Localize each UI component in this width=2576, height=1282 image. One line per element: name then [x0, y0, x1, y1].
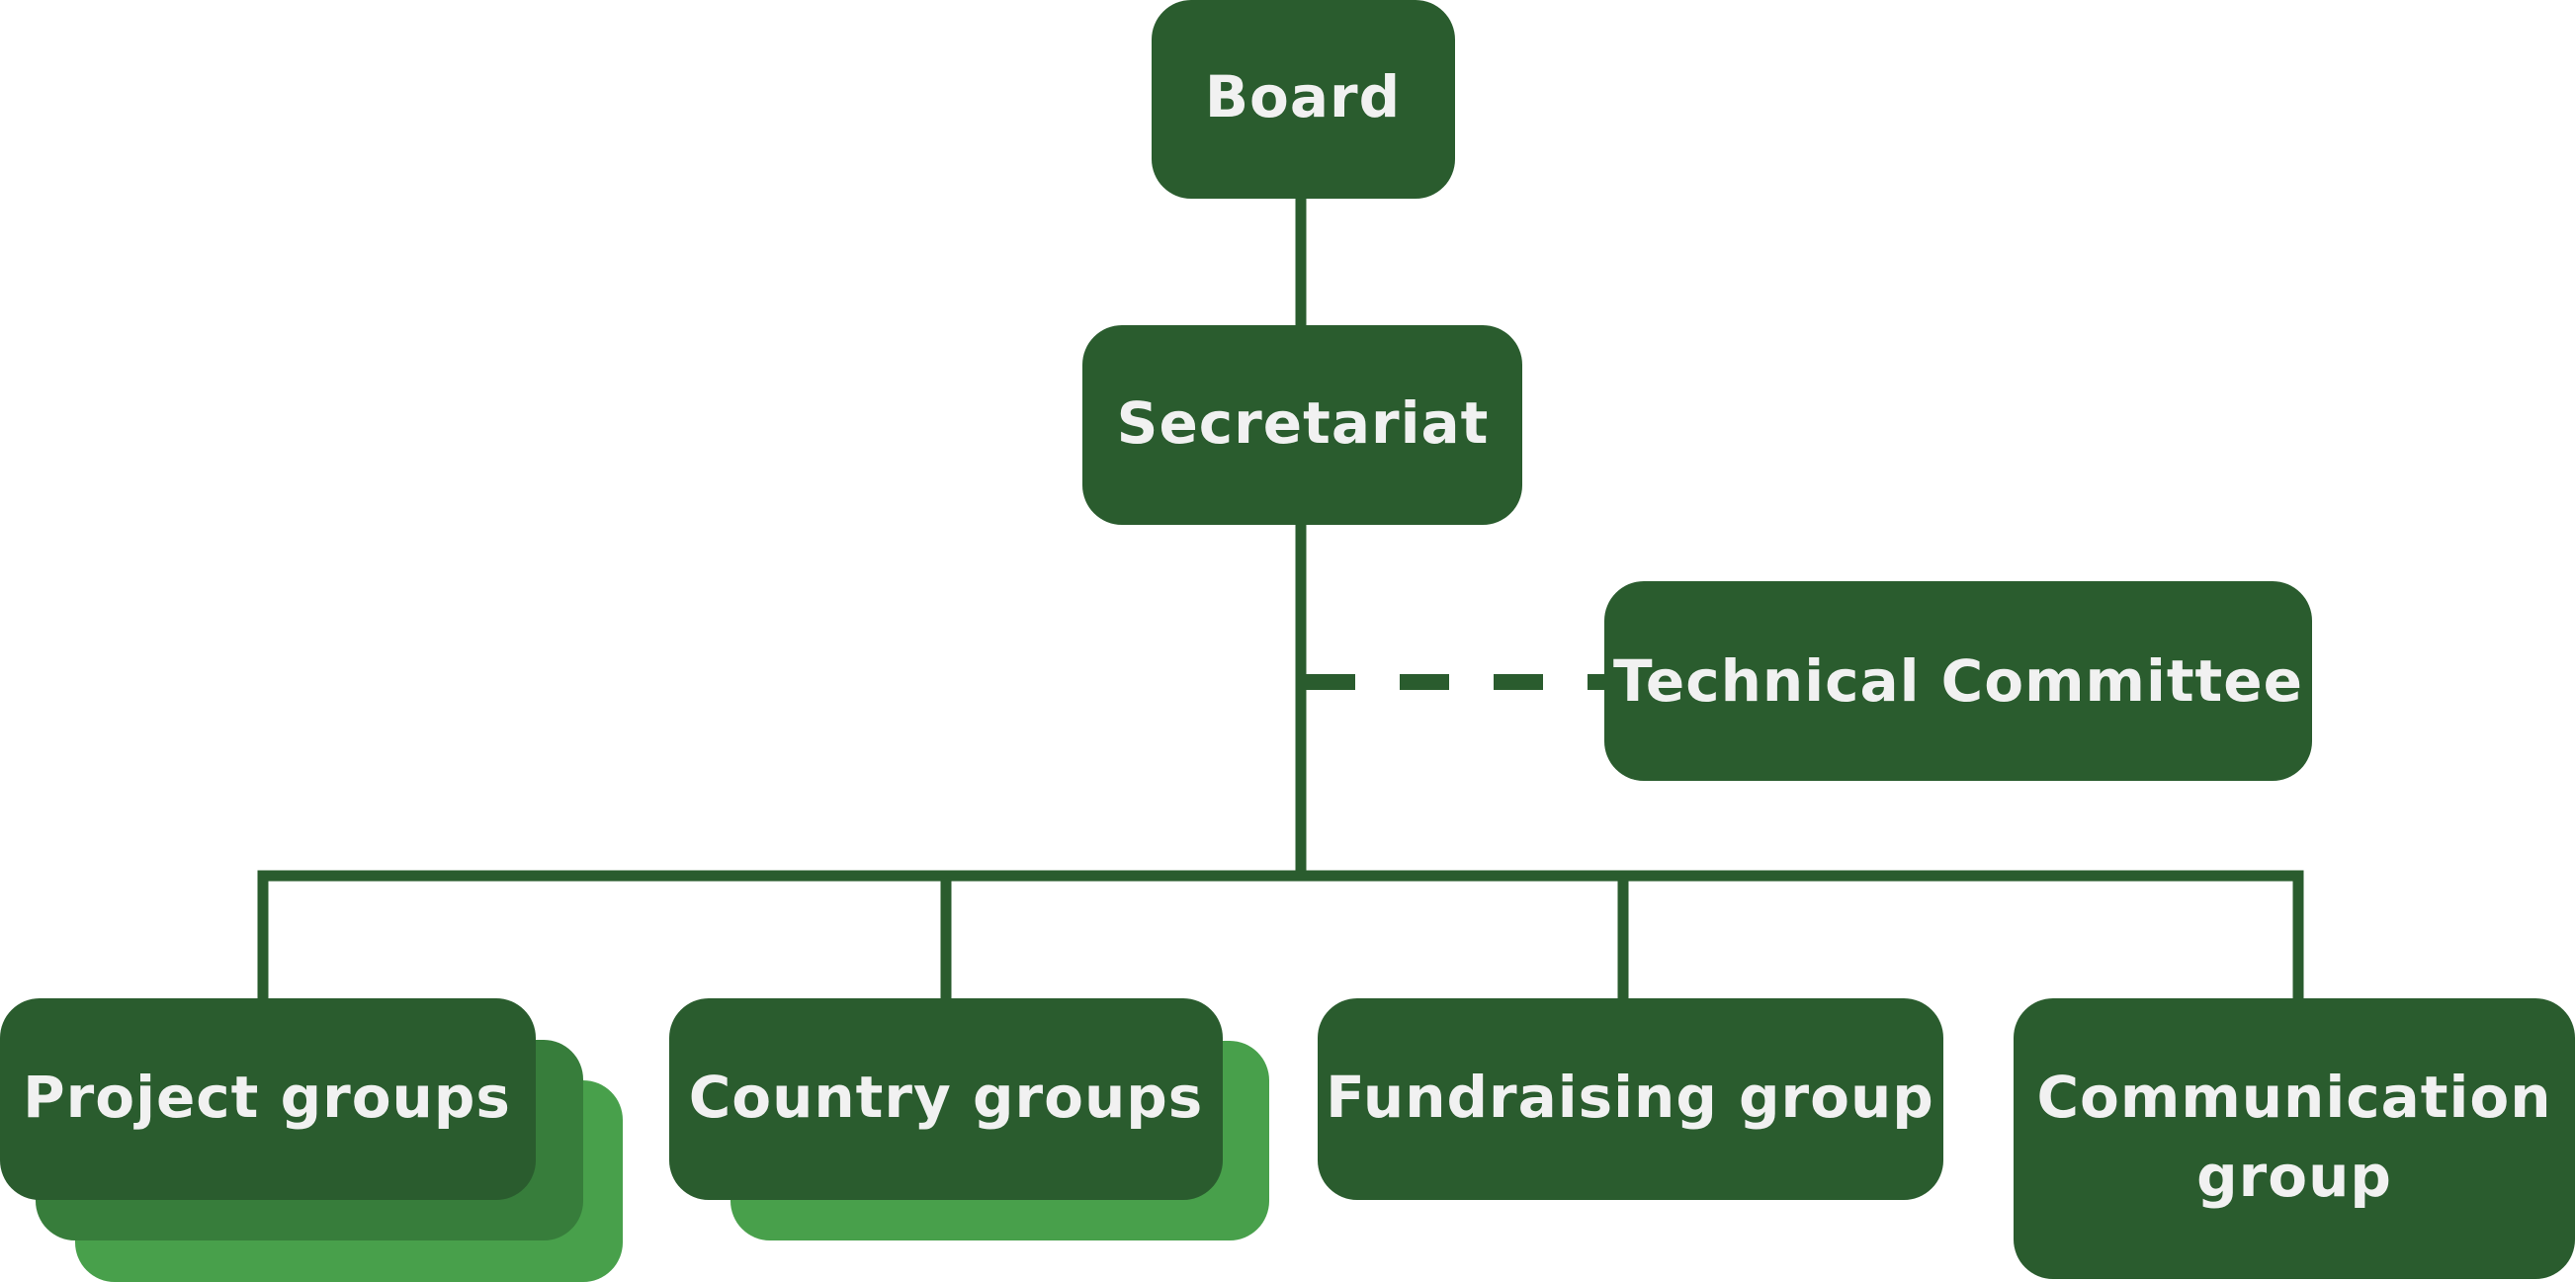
project-groups-label: Project groups: [23, 1064, 511, 1131]
fundraising-group-label: Fundraising group: [1326, 1064, 1934, 1131]
communication-group-label-line-2: group: [2196, 1143, 2392, 1210]
technical-committee-node: Technical Committee: [1604, 581, 2312, 781]
connector-horizontal-bus: [257, 870, 2304, 1000]
country-groups-label: Country groups: [689, 1064, 1204, 1131]
connectors: [257, 196, 2304, 1000]
board-label: Board: [1205, 63, 1401, 130]
country-groups-node: Country groups: [669, 998, 1269, 1240]
fundraising-group-node: Fundraising group: [1318, 998, 1943, 1200]
communication-group-label-line-1: Communication: [2036, 1064, 2551, 1131]
project-groups-node: Project groups: [0, 998, 623, 1282]
communication-group-node: Communication group: [2014, 998, 2575, 1279]
secretariat-node: Secretariat: [1082, 325, 1522, 525]
secretariat-label: Secretariat: [1117, 389, 1490, 457]
technical-committee-label: Technical Committee: [1613, 647, 2303, 715]
board-node: Board: [1152, 0, 1455, 199]
